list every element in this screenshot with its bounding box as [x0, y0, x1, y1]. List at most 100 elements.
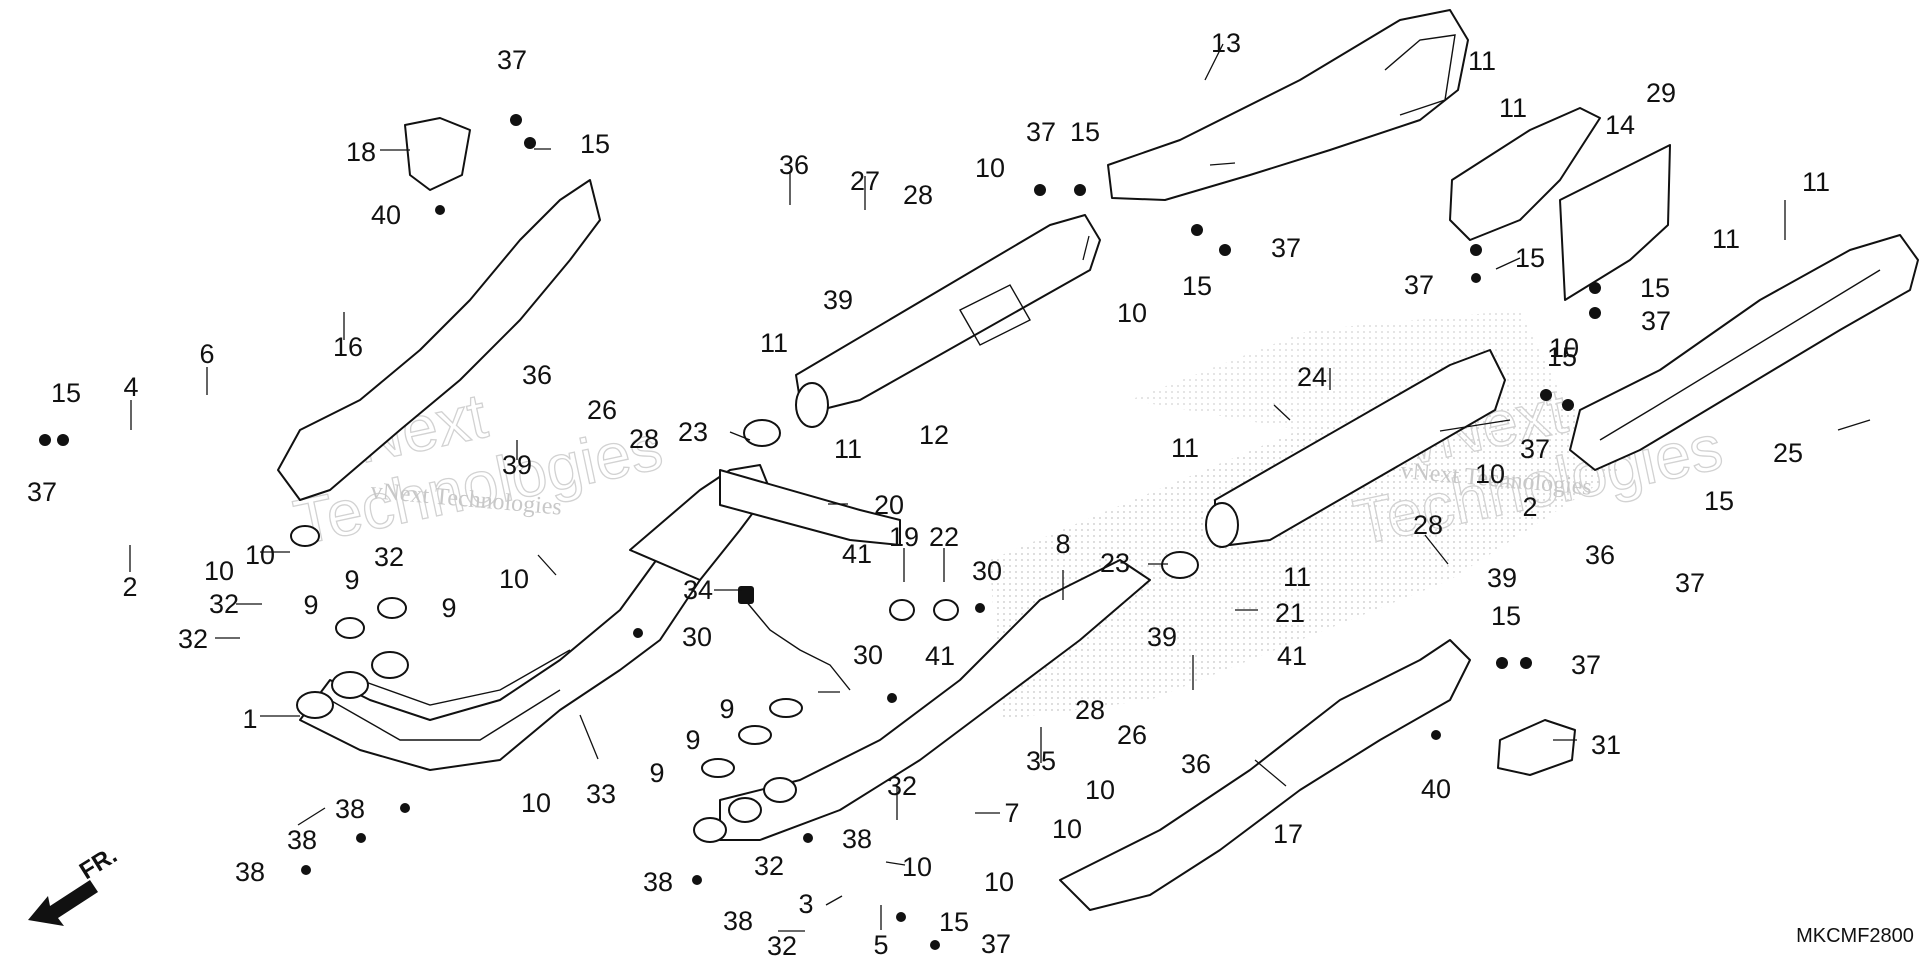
leader-lines	[129, 43, 1871, 932]
callout-24: 24	[1297, 362, 1327, 392]
callout-32: 32	[374, 542, 404, 572]
callout-15: 15	[51, 378, 81, 408]
part-16-heat-shield	[277, 179, 601, 501]
callout-15: 15	[1640, 273, 1670, 303]
callout-37: 37	[1026, 117, 1056, 147]
callout-11: 11	[1283, 562, 1311, 592]
callout-10: 10	[499, 564, 529, 594]
callout-11: 11	[1171, 433, 1199, 463]
callout-31: 31	[1591, 730, 1621, 760]
callout-33: 33	[586, 779, 616, 809]
callout-10: 10	[521, 788, 551, 818]
callout-37: 37	[1271, 233, 1301, 263]
callout-10: 10	[1117, 298, 1147, 328]
callout-22: 22	[929, 522, 959, 552]
front-arrow-icon	[28, 880, 98, 926]
callout-11: 11	[834, 434, 862, 464]
callout-9: 9	[649, 758, 664, 788]
callout-37: 37	[497, 45, 527, 75]
front-direction-indicator: FR.	[28, 842, 122, 926]
callout-4: 4	[123, 372, 138, 402]
callout-19: 19	[889, 522, 919, 552]
callout-18: 18	[346, 137, 376, 167]
callout-labels: 1 2 3 4 5 6 7 8 9 9 9 9 9 9 9 10 10 10 1…	[27, 28, 1830, 960]
callout-32: 32	[754, 851, 784, 881]
callout-12: 12	[919, 420, 949, 450]
part-13-heat-shield	[1107, 9, 1469, 201]
direction-label: FR.	[75, 842, 122, 885]
callout-6: 6	[199, 339, 214, 369]
callout-38: 38	[235, 857, 265, 887]
callout-9: 9	[303, 590, 318, 620]
part-8-exhaust-pipe	[719, 559, 1151, 841]
callout-15: 15	[1491, 601, 1521, 631]
callout-38: 38	[335, 794, 365, 824]
part-14-side-shield	[1449, 107, 1601, 241]
callout-37: 37	[1404, 270, 1434, 300]
callout-15: 15	[1704, 486, 1734, 516]
callout-17: 17	[1273, 819, 1303, 849]
callout-10: 10	[1549, 333, 1579, 363]
callout-30: 30	[972, 556, 1002, 586]
diagram-code: MKCMF2800	[1796, 925, 1914, 947]
callout-34: 34	[683, 575, 713, 605]
callout-10: 10	[902, 852, 932, 882]
callout-20: 20	[874, 490, 904, 520]
callout-41: 41	[842, 539, 872, 569]
callout-3: 3	[798, 889, 813, 919]
callout-29: 29	[1646, 78, 1676, 108]
callout-11: 11	[1468, 46, 1496, 76]
callout-21: 21	[1275, 598, 1305, 628]
callout-35: 35	[1026, 746, 1056, 776]
part-17-heat-shield	[1059, 639, 1471, 911]
callout-36: 36	[1181, 749, 1211, 779]
callout-5: 5	[873, 930, 888, 960]
callout-30: 30	[682, 622, 712, 652]
callout-10: 10	[984, 867, 1014, 897]
callout-36: 36	[779, 150, 809, 180]
callout-7: 7	[1004, 798, 1019, 828]
callout-40: 40	[371, 200, 401, 230]
callout-26: 26	[1117, 720, 1147, 750]
callout-25: 25	[1773, 438, 1803, 468]
callout-15: 15	[1515, 243, 1545, 273]
callout-37: 37	[27, 477, 57, 507]
callout-28: 28	[629, 424, 659, 454]
callout-2: 2	[122, 572, 137, 602]
callout-10: 10	[204, 556, 234, 586]
callout-39: 39	[1487, 563, 1517, 593]
callout-37: 37	[981, 929, 1011, 959]
callout-10: 10	[1085, 775, 1115, 805]
callout-23: 23	[678, 417, 708, 447]
callout-39: 39	[1147, 622, 1177, 652]
callout-36: 36	[522, 360, 552, 390]
callout-11: 11	[760, 328, 788, 358]
callout-26: 26	[587, 395, 617, 425]
callout-11: 11	[1802, 167, 1830, 197]
callout-13: 13	[1211, 28, 1241, 58]
callout-11: 11	[1712, 224, 1740, 254]
callout-38: 38	[723, 906, 753, 936]
callout-32: 32	[767, 931, 797, 960]
callout-15: 15	[1182, 271, 1212, 301]
callout-41: 41	[1277, 641, 1307, 671]
callout-15: 15	[1547, 342, 1577, 372]
callout-16: 16	[333, 332, 363, 362]
callout-23: 23	[1100, 548, 1130, 578]
callout-2: 2	[1522, 492, 1537, 522]
callout-38: 38	[287, 825, 317, 855]
part-18-cap	[404, 117, 471, 191]
callout-9: 9	[344, 565, 359, 595]
callout-14: 14	[1605, 110, 1635, 140]
callout-38: 38	[842, 824, 872, 854]
callout-39: 39	[823, 285, 853, 315]
callout-15: 15	[939, 907, 969, 937]
callout-37: 37	[1520, 434, 1550, 464]
callout-10: 10	[1475, 459, 1505, 489]
callout-32: 32	[178, 624, 208, 654]
callout-8: 8	[1055, 529, 1070, 559]
callout-39: 39	[502, 450, 532, 480]
callout-10: 10	[975, 153, 1005, 183]
callout-30: 30	[853, 640, 883, 670]
